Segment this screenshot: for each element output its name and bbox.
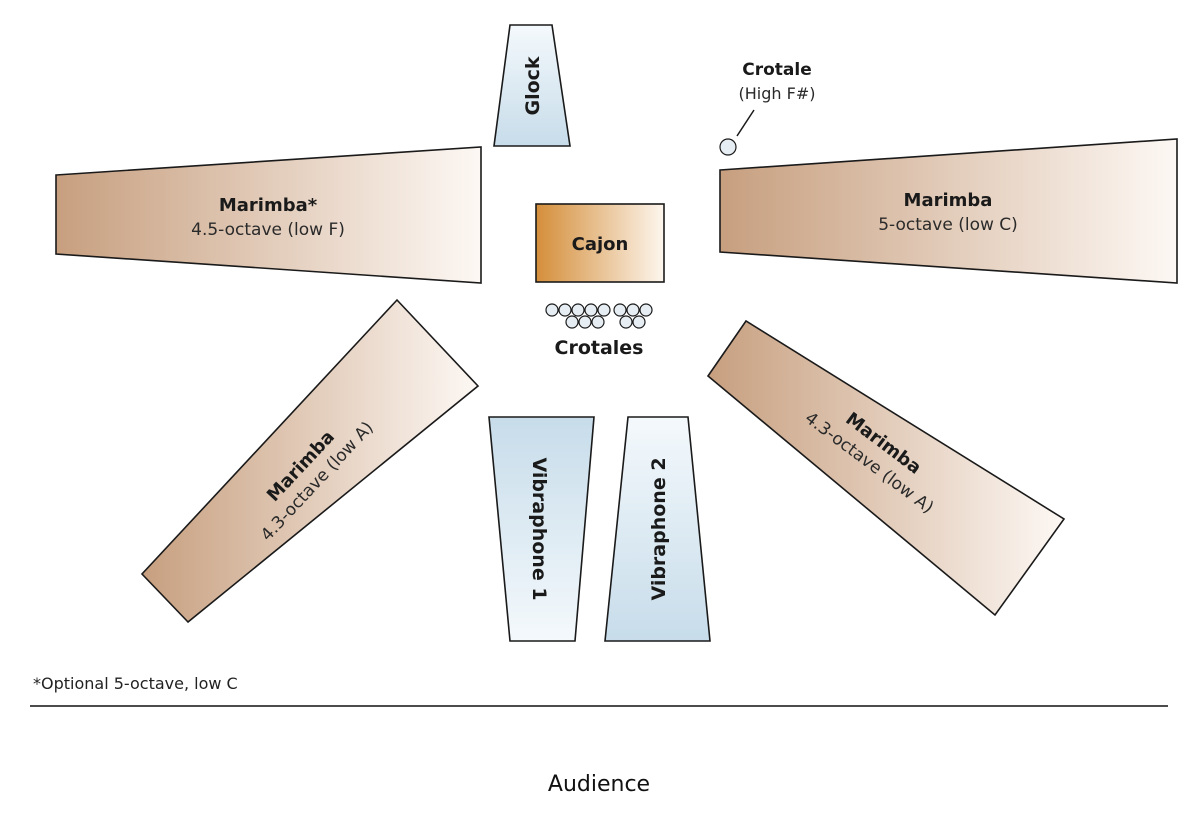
marimba-left-bottom: Marimba 4.3-octave (low A) [140, 298, 480, 624]
marimba-right-bottom: Marimba 4.3-octave (low A) [706, 319, 1066, 617]
vibraphone-2-label: Vibraphone 2 [648, 457, 670, 600]
crotale-circle [619, 315, 633, 329]
marimba-right-top: Marimba 5-octave (low C) [719, 138, 1178, 284]
crotale-name: Crotale [742, 60, 812, 80]
marimba-left-top: Marimba* 4.5-octave (low F) [55, 146, 482, 284]
marimba-left-top-detail: 4.5-octave (low F) [191, 220, 345, 240]
crotale-circle [584, 303, 598, 317]
crotale-single: Crotale (High F#) [719, 60, 816, 156]
vibraphone-2-shape [604, 416, 711, 642]
crotale-circle [613, 303, 627, 317]
marimba-right-top-shape [719, 138, 1178, 284]
footnote: *Optional 5-octave, low C [33, 674, 238, 693]
crotale-circle [545, 303, 559, 317]
crotale-detail: (High F#) [739, 84, 816, 103]
crotale-leader-line [736, 109, 755, 137]
crotale-circle [639, 303, 653, 317]
crotales-label: Crotales [555, 337, 644, 359]
cajon-shape [535, 203, 665, 283]
crotale-dot [719, 138, 737, 156]
crotales-circles [545, 303, 653, 329]
crotale-circle [578, 315, 592, 329]
crotale-circle [558, 303, 572, 317]
marimba-left-top-shape [55, 146, 482, 284]
glock-label: Glock [522, 56, 544, 115]
vibraphone-1-shape [488, 416, 595, 642]
vibraphone-1-label: Vibraphone 1 [528, 457, 550, 600]
vibraphone-2: Vibraphone 2 [604, 416, 711, 642]
marimba-right-top-name: Marimba [904, 190, 993, 211]
crotale-circle [597, 303, 611, 317]
glock-shape [493, 24, 571, 147]
cajon-label: Cajon [572, 234, 629, 255]
marimba-right-top-detail: 5-octave (low C) [878, 215, 1018, 235]
marimba-left-bottom-shape [140, 298, 480, 624]
crotale-circle [632, 315, 646, 329]
crotales-set: Crotales [545, 303, 653, 359]
audience-label: Audience [548, 772, 650, 797]
crotale-circle [571, 303, 585, 317]
marimba-right-bottom-shape [706, 319, 1066, 617]
vibraphone-1: Vibraphone 1 [488, 416, 595, 642]
marimba-left-top-name: Marimba* [219, 195, 318, 216]
glock: Glock [493, 24, 571, 147]
crotale-circle [565, 315, 579, 329]
crotale-circle [591, 315, 605, 329]
cajon: Cajon [535, 203, 665, 283]
crotale-circle [626, 303, 640, 317]
